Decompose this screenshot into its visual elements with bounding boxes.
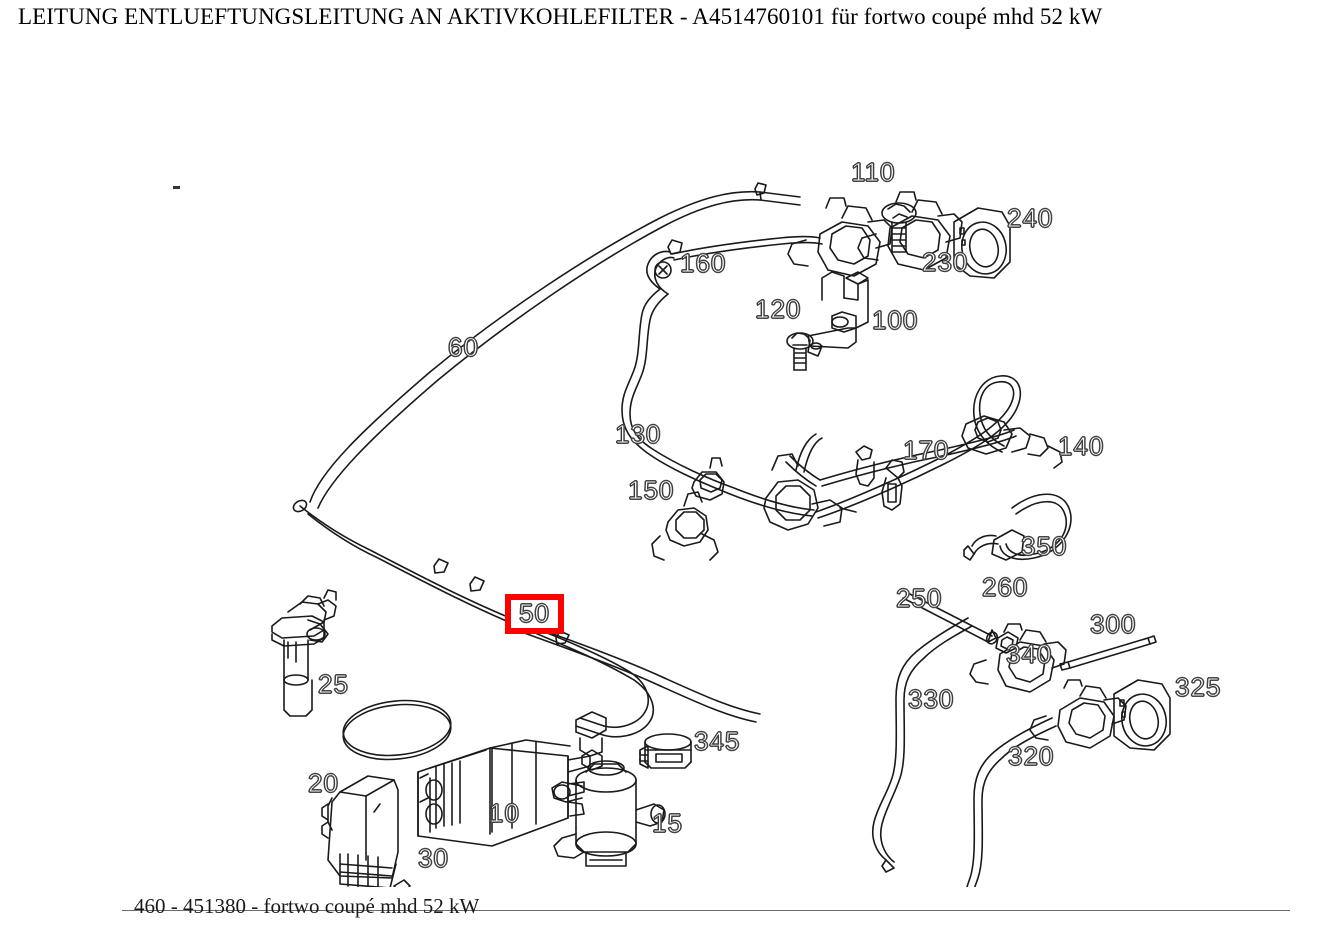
cable-tie-350 [963, 493, 1072, 561]
short-hose-mid [795, 433, 823, 473]
rod-300 [1059, 635, 1157, 671]
callout-20: 20 [308, 768, 339, 798]
clamp-on-vent-line [754, 182, 767, 201]
callout-10: 10 [489, 798, 520, 828]
callout-350: 350 [1020, 531, 1068, 561]
valve-130-mid [691, 457, 725, 501]
callout-15: 15 [652, 808, 683, 838]
callout-120: 120 [754, 294, 802, 324]
line-end-fitting-left [292, 499, 308, 513]
callout-150: 150 [627, 475, 675, 505]
bracket-ring-325 [1113, 679, 1171, 751]
connector-140 [961, 415, 1063, 469]
diagram-linework [271, 182, 1171, 887]
callout-160: 160 [679, 248, 727, 278]
sender-unit [271, 589, 337, 717]
vent-line-50 [299, 505, 655, 738]
footer-caption: 460 - 451380 - fortwo coupé mhd 52 kW [134, 894, 480, 918]
callout-240: 240 [1006, 203, 1054, 233]
rail-160 [671, 235, 823, 261]
vent-line-branch-right [515, 621, 761, 723]
center-rail-170 [785, 429, 1017, 487]
callout-260: 260 [981, 572, 1029, 602]
footer-divider [122, 910, 1290, 911]
callout-140: 140 [1057, 431, 1105, 461]
valve-150 [651, 491, 719, 561]
bolt-110 [881, 202, 917, 253]
page-title: LEITUNG ENTLUEFTUNGSLEITUNG AN AKTIVKOHL… [18, 4, 1103, 29]
bracket-ring-240 [953, 207, 1011, 279]
screw-30 [393, 879, 411, 887]
hose-330 [871, 617, 973, 873]
hose-130 [621, 250, 815, 517]
vent-line-60 [309, 190, 801, 509]
callout-25: 25 [318, 669, 349, 699]
callout-325: 325 [1174, 672, 1222, 702]
retainer-clip-rail [855, 445, 875, 487]
valve-center-junction [763, 453, 857, 531]
callout-300: 300 [1089, 609, 1137, 639]
callout-30: 30 [418, 843, 449, 873]
page-footer: 460 - 451380 - fortwo coupé mhd 52 kW [0, 886, 1326, 938]
rod-250 [902, 591, 999, 645]
carbon-canister-10 [417, 739, 591, 847]
bolt-120 [786, 332, 814, 371]
callout-250: 250 [895, 583, 943, 613]
callout-100: 100 [871, 305, 919, 335]
callout-110: 110 [850, 157, 896, 187]
callout-340: 340 [1005, 639, 1053, 669]
corner-tick-mark [173, 186, 180, 189]
valve-320 [1029, 679, 1127, 749]
callout-230: 230 [921, 247, 969, 277]
oring-25 [342, 699, 452, 761]
air-filter-20 [321, 775, 399, 887]
clamp-160 [654, 239, 683, 279]
callout-320: 320 [1007, 741, 1055, 771]
clip-170 [881, 459, 905, 511]
bracket-100 [807, 271, 869, 357]
callout-330: 330 [907, 684, 955, 714]
callout-50-highlighted[interactable]: 50 [505, 594, 564, 634]
technical-diagram: 110 240 230 160 120 100 60 130 170 140 1… [0, 42, 1326, 887]
callout-170: 170 [902, 435, 950, 465]
callout-345: 345 [693, 726, 741, 756]
clamp-345 [639, 733, 692, 769]
purge-valve-15 [551, 760, 666, 867]
callout-60: 60 [448, 332, 479, 362]
hose-140 [815, 375, 1022, 519]
callout-130: 130 [614, 419, 662, 449]
hose-320 [966, 717, 1057, 887]
